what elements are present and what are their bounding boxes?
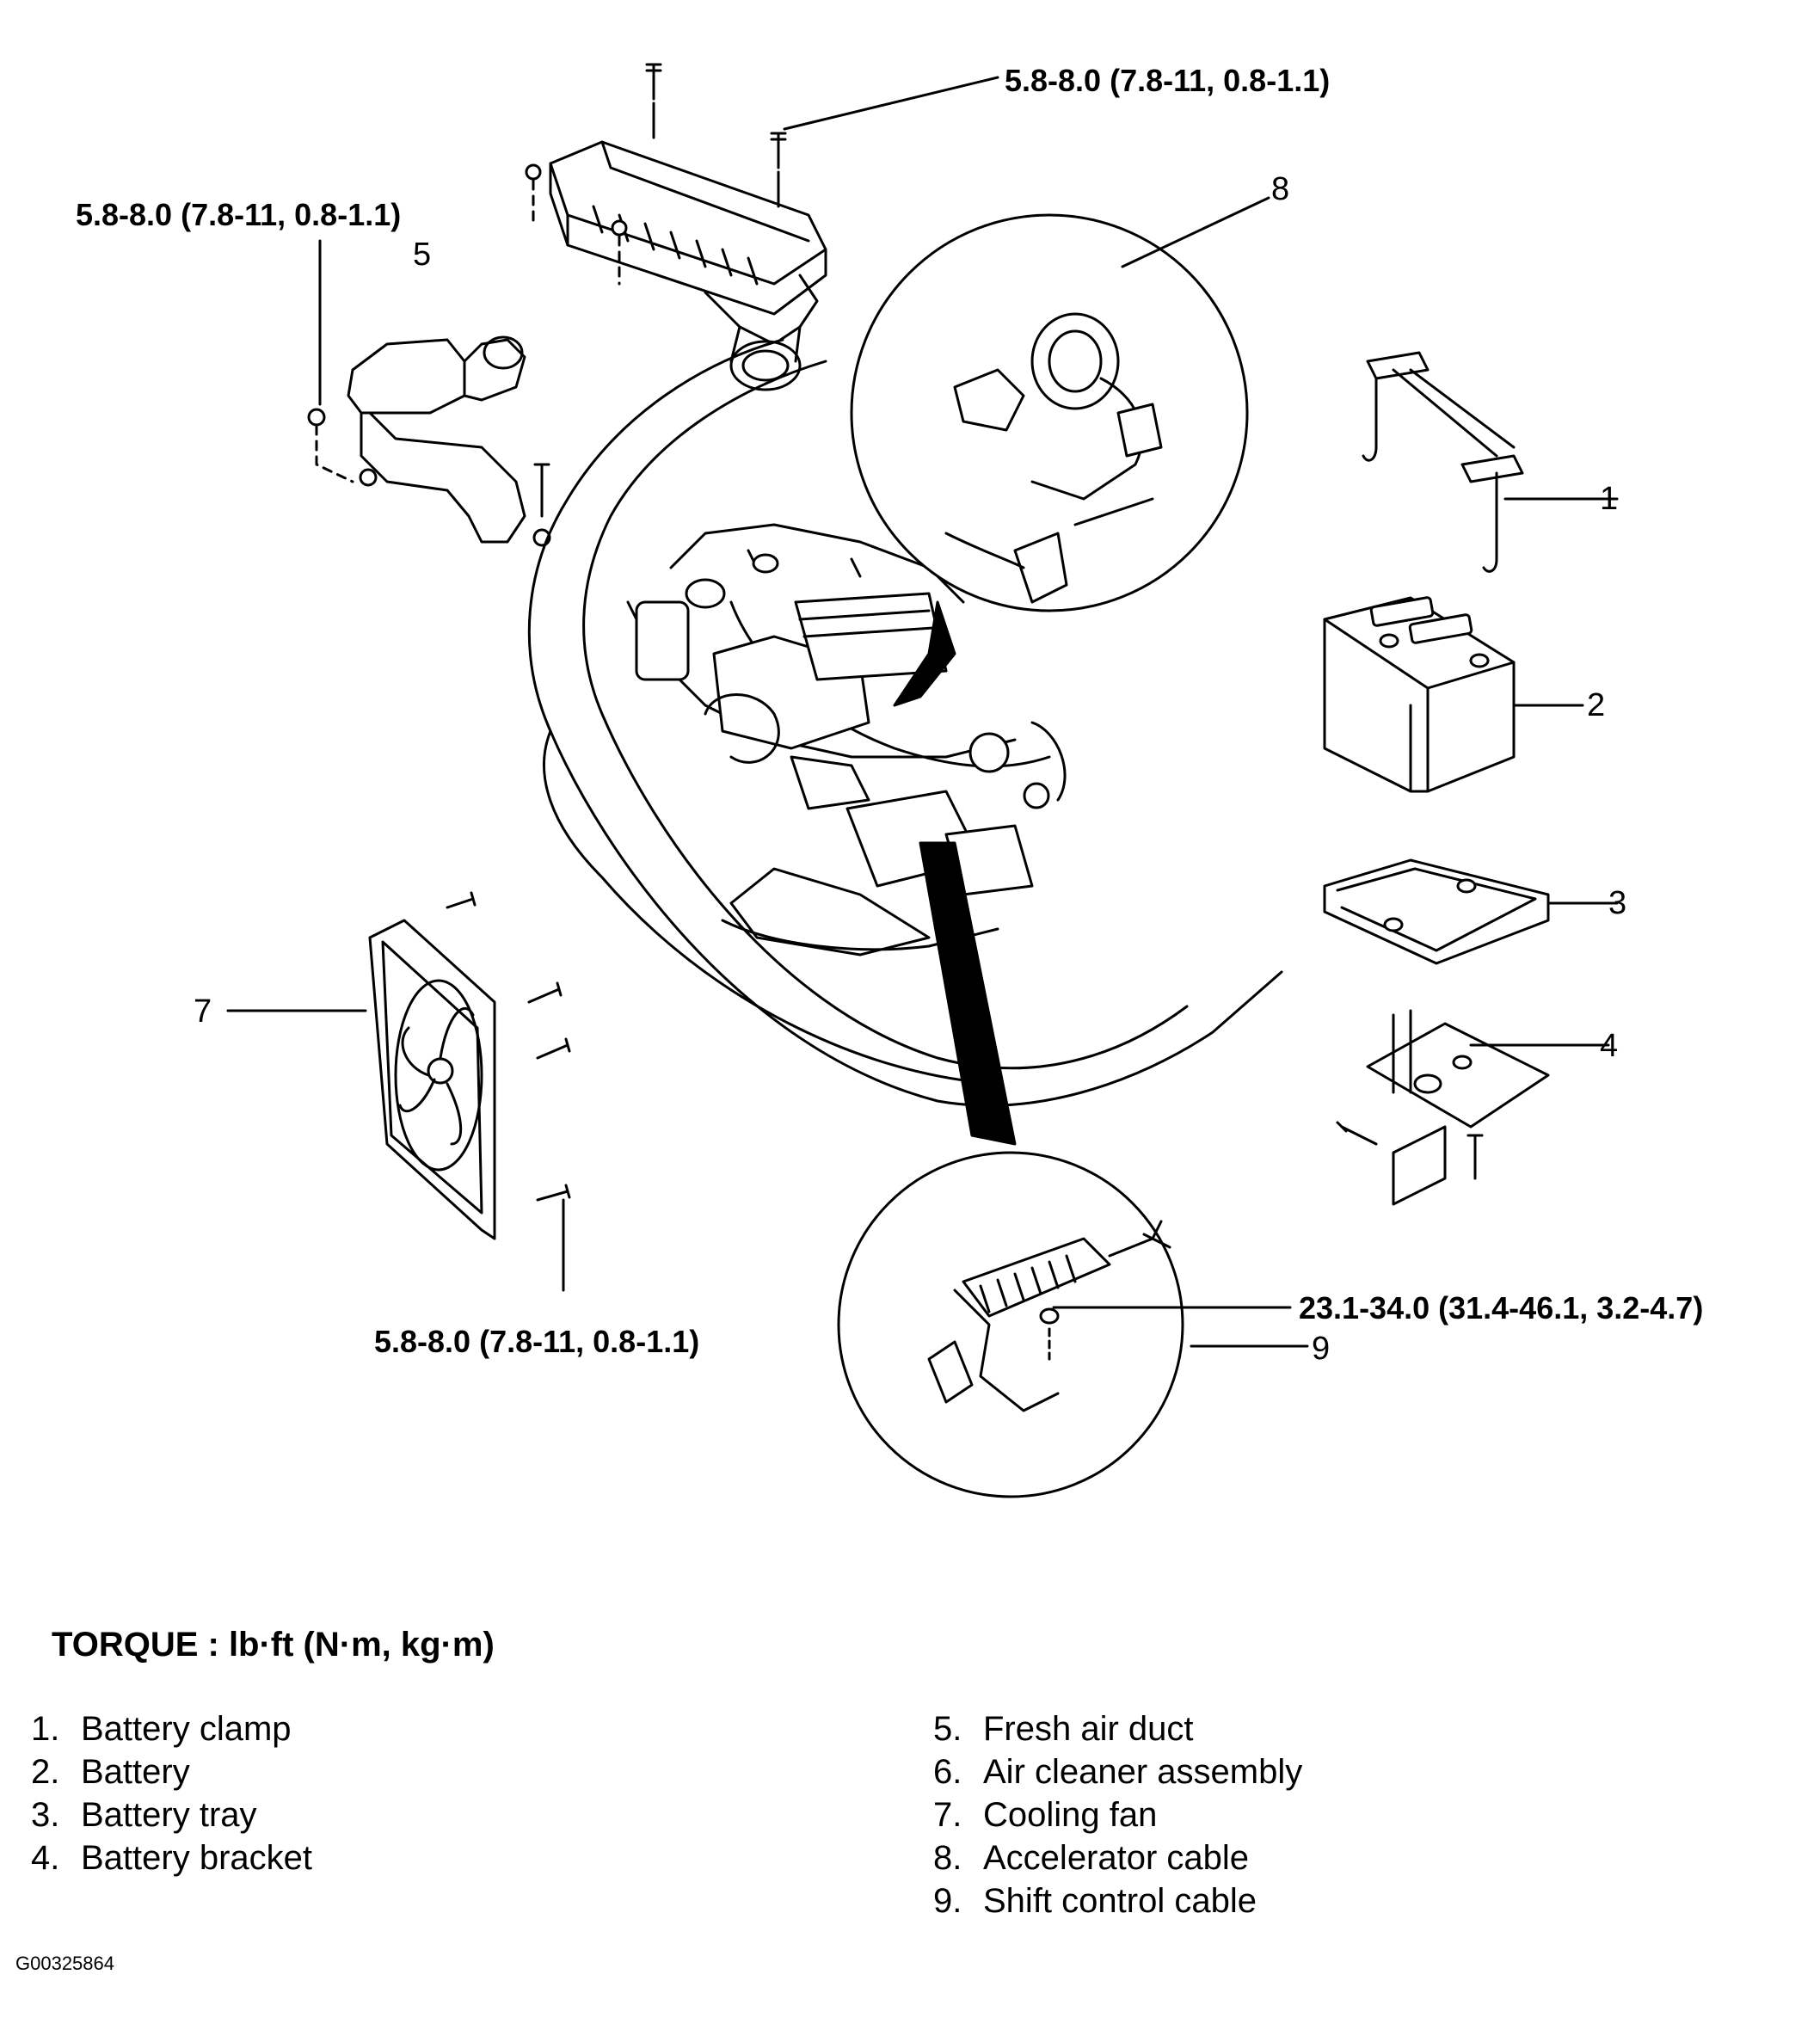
callout-7: 7: [194, 993, 212, 1030]
torque-label-cooling-fan: 5.8-8.0 (7.8-11, 0.8-1.1): [374, 1324, 699, 1359]
detail-circle-accelerator: [850, 213, 1249, 612]
battery-body: [1323, 596, 1516, 793]
cooling-fan: [368, 891, 571, 1240]
torque-label-fresh-air-duct: 5.8-8.0 (7.8-11, 0.8-1.1): [76, 197, 401, 232]
callout-9: 9: [1312, 1331, 1330, 1367]
battery-bracket: [1336, 1009, 1550, 1206]
air-cleaner-assembly: [525, 63, 827, 391]
legend-right: 5.Fresh air duct 6.Air cleaner assembly …: [933, 1707, 1302, 1922]
battery-clamp: [1362, 351, 1524, 573]
detail-circle-shift-cable: [837, 1151, 1184, 1498]
fresh-air-duct: [307, 335, 551, 547]
torque-label-air-cleaner: 5.8-8.0 (7.8-11, 0.8-1.1): [1005, 63, 1330, 98]
legend-item: 3.Battery tray: [31, 1796, 257, 1834]
exploded-diagram: 5.8-8.0 (7.8-11, 0.8-1.1) 5.8-8.0 (7.8-1…: [76, 63, 1703, 1498]
legend-item: 9.Shift control cable: [933, 1882, 1257, 1920]
battery-tray: [1323, 858, 1550, 965]
callout-2: 2: [1587, 687, 1605, 723]
legend-item: 8.Accelerator cable: [933, 1839, 1250, 1877]
callout-1: 1: [1600, 481, 1618, 517]
legend-item: 7.Cooling fan: [933, 1796, 1158, 1834]
legend-item: 2.Battery: [31, 1753, 190, 1791]
legend-item: 5.Fresh air duct: [933, 1710, 1194, 1748]
figure-id: G00325864: [15, 1953, 114, 1974]
callout-4: 4: [1600, 1028, 1618, 1064]
callout-3: 3: [1608, 885, 1626, 921]
legend-item: 4.Battery bracket: [31, 1839, 313, 1877]
torque-units-title: TORQUE : lb·ft (N·m, kg·m): [52, 1626, 495, 1664]
legend-left: 1.Battery clamp 2.Battery 3.Battery tray…: [31, 1707, 312, 1879]
legend-item: 6.Air cleaner assembly: [933, 1753, 1303, 1791]
torque-label-shift-cable: 23.1-34.0 (31.4-46.1, 3.2-4.7): [1299, 1290, 1703, 1326]
callout-8: 8: [1271, 171, 1289, 207]
legend-item: 1.Battery clamp: [31, 1710, 292, 1748]
callout-5: 5: [413, 237, 431, 273]
